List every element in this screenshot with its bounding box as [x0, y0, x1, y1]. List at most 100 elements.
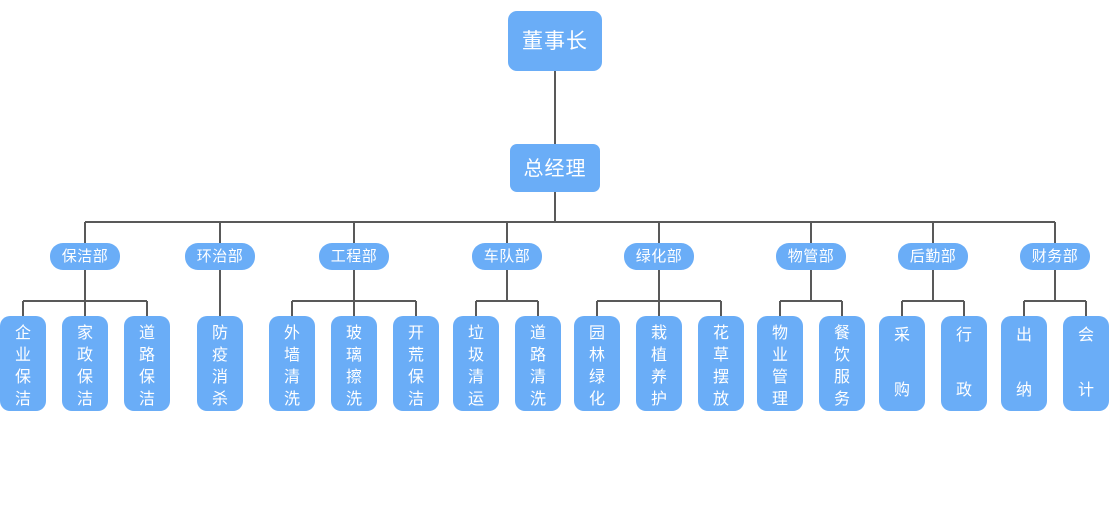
- connector-leaf-bus-to-leaf: [779, 301, 781, 316]
- node-label-char: 纳: [1015, 379, 1032, 399]
- node-label-char: 业: [771, 345, 788, 365]
- node-label-char: 理: [771, 389, 788, 409]
- node-label-char: 洗: [345, 389, 362, 409]
- node-team[interactable]: 物业管理: [757, 316, 803, 411]
- node-team[interactable]: 家政保洁: [62, 316, 108, 411]
- connector-leaf-bus-to-leaf: [658, 301, 660, 316]
- node-team[interactable]: 道路保洁: [124, 316, 170, 411]
- node-label-char: 洁: [138, 389, 155, 409]
- node-team[interactable]: 会计: [1063, 316, 1109, 411]
- node-label-char: 墙: [283, 345, 300, 365]
- node-team[interactable]: 园林绿化: [574, 316, 620, 411]
- connector-department-to-leaf-bus: [1054, 270, 1056, 301]
- connector-department-to-leaf: [219, 270, 221, 316]
- node-department[interactable]: 保洁部: [50, 243, 120, 270]
- node-label-char: 购: [893, 379, 910, 399]
- node-label-char: 荒: [407, 345, 424, 365]
- node-label-char: 政: [76, 345, 93, 365]
- node-team[interactable]: 采购: [879, 316, 925, 411]
- connector-leaf-bus-to-leaf: [84, 301, 86, 316]
- node-label-char: 养: [650, 367, 667, 387]
- connector-leaf-bus-to-leaf: [1023, 301, 1025, 316]
- node-label-char: 草: [712, 345, 729, 365]
- connector-leaf-bus-to-leaf: [963, 301, 965, 316]
- node-department[interactable]: 财务部: [1020, 243, 1090, 270]
- connector-leaf-bus-to-leaf: [475, 301, 477, 316]
- node-label-char: 清: [467, 367, 484, 387]
- node-team[interactable]: 防疫消杀: [197, 316, 243, 411]
- connector-leaf-bus-to-leaf: [353, 301, 355, 316]
- node-label-char: 化: [588, 389, 605, 409]
- node-department[interactable]: 环治部: [185, 243, 255, 270]
- connector-department-to-leaf-bus: [353, 270, 355, 301]
- node-label-char: 清: [529, 367, 546, 387]
- connector-bus-to-department: [658, 222, 660, 243]
- node-team[interactable]: 玻璃擦洗: [331, 316, 377, 411]
- node-label-char: 服: [833, 367, 850, 387]
- node-label-char: 洗: [283, 389, 300, 409]
- connector-root-to-exec: [554, 71, 556, 144]
- node-department[interactable]: 后勤部: [898, 243, 968, 270]
- node-label-char: 玻: [345, 323, 362, 342]
- node-label: 环治部: [196, 246, 244, 265]
- node-department[interactable]: 物管部: [776, 243, 846, 270]
- node-label: 物管部: [787, 246, 835, 265]
- node-team[interactable]: 行政: [941, 316, 987, 411]
- node-team[interactable]: 外墙清洗: [269, 316, 315, 411]
- connector-bus-to-department: [219, 222, 221, 243]
- node-label-char: 洗: [529, 389, 546, 409]
- node-label-char: 花: [712, 323, 729, 342]
- node-label-char: 璃: [345, 345, 362, 365]
- node-label-char: 政: [955, 379, 972, 399]
- node-team[interactable]: 道路清洗: [515, 316, 561, 411]
- node-team[interactable]: 垃圾清运: [453, 316, 499, 411]
- connector-bus-to-department: [353, 222, 355, 243]
- connector-leaf-bus-to-leaf: [22, 301, 24, 316]
- node-team[interactable]: 企业保洁: [0, 316, 46, 411]
- node-label-char: 餐: [833, 323, 850, 342]
- node-team[interactable]: 餐饮服务: [819, 316, 865, 411]
- node-general-manager[interactable]: 总经理: [510, 144, 600, 192]
- node-department[interactable]: 车队部: [472, 243, 542, 270]
- node-label-char: 家: [76, 323, 93, 342]
- node-label-char: 洁: [407, 389, 424, 409]
- connector-department-to-leaf-bus: [84, 270, 86, 301]
- node-department[interactable]: 绿化部: [624, 243, 694, 270]
- connector-leaf-bus-to-leaf: [720, 301, 722, 316]
- node-label-char: 疫: [211, 345, 228, 365]
- node-label: 后勤部: [909, 246, 957, 265]
- node-label-char: 摆: [712, 367, 729, 387]
- node-team[interactable]: 开荒保洁: [393, 316, 439, 411]
- node-label-char: 道: [529, 323, 546, 342]
- node-chairman[interactable]: 董事长: [508, 11, 602, 71]
- node-label-char: 杀: [211, 389, 228, 409]
- connector-exec-to-bus: [554, 192, 556, 222]
- connector-leaf-bus-to-leaf: [537, 301, 539, 316]
- node-department[interactable]: 工程部: [319, 243, 389, 270]
- node-label-char: 物: [771, 323, 788, 342]
- connector-leaf-bus-to-leaf: [291, 301, 293, 316]
- connector-department-to-leaf-bus: [810, 270, 812, 301]
- connector-department-bus: [85, 221, 1055, 223]
- connector-bus-to-department: [84, 222, 86, 243]
- node-label: 工程部: [330, 246, 378, 265]
- node-label-char: 会: [1077, 325, 1094, 344]
- node-team[interactable]: 出纳: [1001, 316, 1047, 411]
- connector-leaf-bus-to-leaf: [1085, 301, 1087, 316]
- node-label-char: 洁: [76, 389, 93, 409]
- node-label-char: 保: [407, 367, 424, 387]
- node-label-char: 园: [588, 323, 605, 342]
- node-label-char: 外: [283, 323, 300, 342]
- node-label-char: 林: [588, 345, 605, 365]
- node-label-char: 植: [650, 345, 667, 365]
- node-label-char: 路: [138, 345, 155, 365]
- node-team[interactable]: 花草摆放: [698, 316, 744, 411]
- node-label-char: 务: [833, 389, 850, 409]
- connector-bus-to-department: [506, 222, 508, 243]
- connector-leaf-bus: [902, 300, 964, 302]
- node-team[interactable]: 栽植养护: [636, 316, 682, 411]
- node-label-char: 绿: [588, 367, 605, 387]
- node-label-char: 洁: [14, 389, 31, 409]
- node-label: 绿化部: [635, 246, 683, 265]
